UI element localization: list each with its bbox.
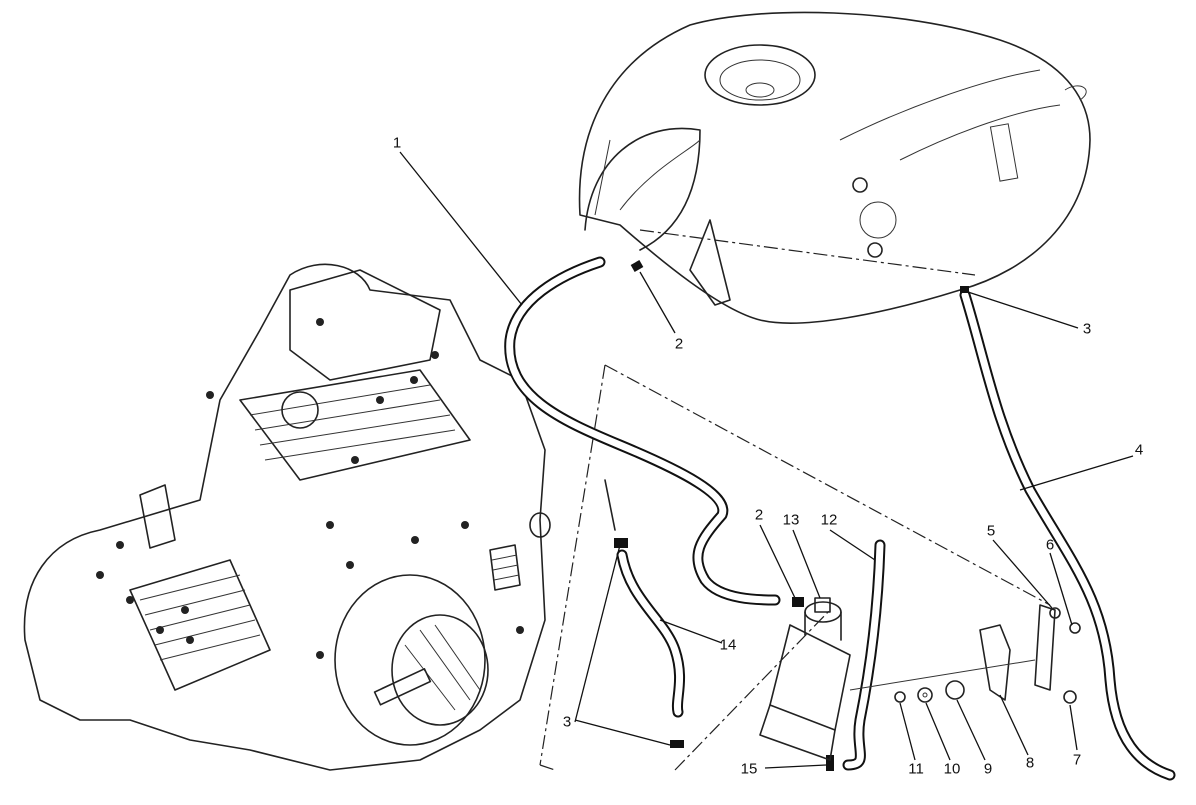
callout-2b: 2 (754, 506, 764, 524)
callout-3b: 3 (562, 713, 572, 731)
callout-15: 15 (740, 760, 758, 778)
carbon-canister (759, 597, 851, 761)
callout-5: 5 (986, 522, 996, 540)
callout-7: 7 (1072, 751, 1082, 769)
callout-4: 4 (1134, 441, 1144, 459)
bracket-and-fasteners (604, 479, 1081, 704)
callout-3: 3 (1082, 320, 1092, 338)
hose-4 (959, 289, 1176, 781)
hose-12 (842, 539, 886, 771)
callout-8: 8 (1025, 754, 1035, 772)
callout-6: 6 (1045, 536, 1055, 554)
leader-lines (399, 151, 1134, 769)
callout-12: 12 (820, 511, 838, 529)
callout-11: 11 (908, 760, 924, 778)
callout-10: 10 (943, 760, 961, 778)
hose-1 (504, 256, 781, 606)
fuel-tank (578, 11, 1091, 324)
hose-14 (616, 549, 686, 718)
callout-2: 2 (674, 335, 684, 353)
callout-13: 13 (782, 511, 800, 529)
callout-14: 14 (719, 636, 737, 654)
engine (23, 263, 551, 771)
callout-1: 1 (392, 134, 402, 152)
hose-clamps (614, 260, 969, 771)
callout-9: 9 (983, 760, 993, 778)
